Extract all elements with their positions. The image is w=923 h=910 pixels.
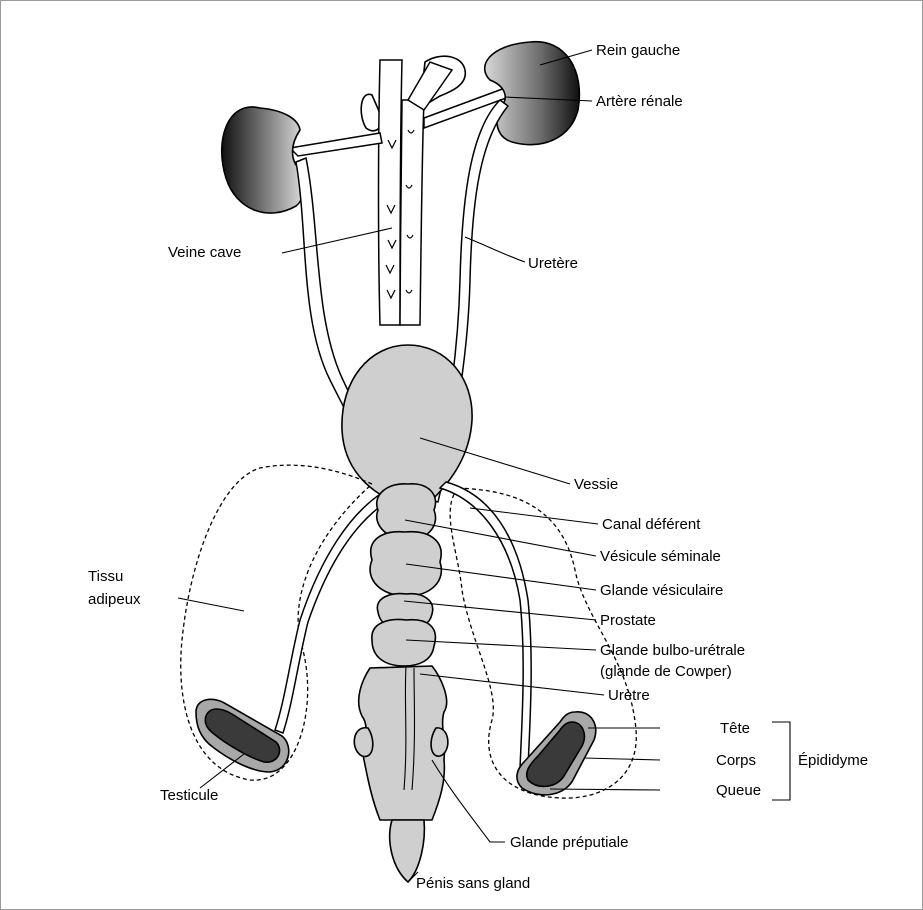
label-tissu-1: Tissu [88, 568, 123, 585]
leader-corps [584, 758, 660, 760]
preputial-gland-left [431, 728, 448, 756]
leader-tissu [178, 598, 244, 611]
preputial-gland-right [354, 728, 373, 757]
vena-cava [379, 60, 403, 325]
label-glande-bulbo-1: Glande bulbo-urétrale [600, 642, 745, 659]
label-queue: Queue [716, 782, 761, 799]
leader-uretere [465, 237, 525, 262]
leader-testicule [200, 754, 244, 788]
label-glande-vesiculaire: Glande vésiculaire [600, 582, 723, 599]
label-prostate: Prostate [600, 612, 656, 629]
vas-deferens-left [440, 482, 531, 768]
bulbourethral-gland [372, 620, 436, 666]
label-canal-deferent: Canal déférent [602, 516, 701, 533]
leader-queue [550, 789, 660, 790]
label-rein-gauche: Rein gauche [596, 42, 680, 59]
label-tissu-2: adipeux [88, 591, 141, 608]
leader-uretre [420, 674, 604, 695]
label-uretre: Urètre [608, 687, 650, 704]
label-veine-cave: Veine cave [168, 244, 241, 261]
vesicular-gland [370, 532, 441, 596]
label-artere-renale: Artère rénale [596, 93, 683, 110]
label-penis: Pénis sans gland [416, 875, 530, 892]
epididyme-bracket [772, 722, 790, 800]
label-tete: Tête [720, 720, 750, 737]
penis-tip [390, 820, 425, 882]
leader-veine-cave [282, 228, 392, 253]
label-testicule: Testicule [160, 787, 218, 804]
label-vesicule-seminale: Vésicule séminale [600, 548, 721, 565]
renal-artery-right [290, 133, 382, 156]
label-vessie: Vessie [574, 476, 618, 493]
kidney-right [222, 107, 304, 213]
aorta [400, 100, 424, 325]
label-glande-preputiale: Glande préputiale [510, 834, 628, 851]
label-epididyme: Épididyme [798, 752, 868, 769]
label-uretere: Uretère [528, 255, 578, 272]
bladder [342, 345, 472, 500]
label-glande-bulbo-2: (glande de Cowper) [600, 663, 732, 680]
label-corps: Corps [716, 752, 756, 769]
